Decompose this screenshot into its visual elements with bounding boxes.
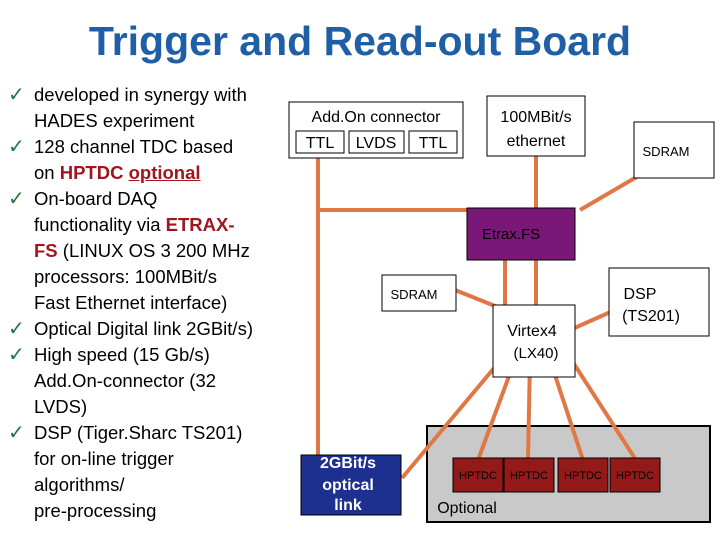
etrax-highlight: FS (34, 240, 58, 261)
dsp-label-line2: (TS201) (622, 308, 680, 325)
hptdc-label-1: HPTDC (459, 470, 497, 482)
bullet-line: LVDS) (34, 396, 88, 417)
bullet-line: 128 channel TDC based (34, 136, 234, 157)
checkmark-icon: ✓ (8, 318, 25, 340)
checkmark-icon: ✓ (8, 344, 25, 366)
optical-label-line1: 2GBit/s (320, 455, 376, 472)
bullet-text: functionality via (34, 214, 166, 235)
bullet-line: Optical Digital link 2GBit/s) (34, 318, 253, 339)
bullet-line: Add.On-connector (32 (34, 370, 217, 391)
etrax-box (466, 207, 576, 261)
bullet-line: High speed (15 Gb/s) (34, 344, 210, 365)
bullet-line: Fast Ethernet interface) (34, 292, 228, 313)
bullet-line: algorithms/ (34, 474, 125, 495)
bullet-item: ✓ High speed (15 Gb/s) Add.On-connector … (8, 342, 298, 420)
dsp-box (608, 267, 710, 337)
bullet-line: HADES experiment (34, 110, 195, 131)
hptdc-box-3 (557, 457, 609, 493)
ethernet-box (486, 95, 586, 157)
checkmark-icon: ✓ (8, 84, 25, 106)
ethernet-label-line1: 100MBit/s (500, 109, 571, 126)
hptdc-label-2: HPTDC (510, 470, 548, 482)
hptdc-box-1 (452, 457, 504, 493)
hptdc-box-2 (503, 457, 555, 493)
ethernet-label-line2: ethernet (507, 133, 566, 150)
line-etrax-sdram (578, 173, 642, 212)
optical-label-line3: link (334, 497, 362, 514)
virtex-label-line2: (LX40) (513, 345, 558, 362)
bullet-line: pre-processing (34, 500, 157, 521)
checkmark-icon: ✓ (8, 188, 25, 210)
hptdc-label-3: HPTDC (564, 470, 602, 482)
bullet-line: processors: 100MBit/s (34, 266, 218, 287)
bullet-list: ✓ developed in synergy with HADES experi… (8, 82, 298, 524)
lvds-label: LVDS (356, 135, 397, 152)
sdram-mid-box (381, 274, 457, 312)
bullet-item: ✓ On-board DAQ functionality via ETRAX- … (8, 186, 298, 316)
bullet-item: ✓ developed in synergy with HADES experi… (8, 82, 298, 134)
ttl-box-right (408, 130, 458, 154)
bullet-line: for on-line trigger (34, 448, 174, 469)
bullet-text: (LINUX OS 3 200 MHz (57, 240, 250, 261)
optical-link-box (300, 454, 402, 516)
dsp-label-line1: DSP (624, 286, 657, 303)
optical-label-line2: optical (322, 477, 374, 494)
sdram-mid-label: SDRAM (391, 287, 438, 302)
bullet-line: on HPTDC optional (34, 160, 298, 186)
ttl-box-left (295, 130, 345, 154)
checkmark-icon: ✓ (8, 422, 25, 444)
line-optical-virtex (400, 353, 507, 480)
bullet-item: ✓ 128 channel TDC based on HPTDC optiona… (8, 134, 298, 186)
sdram-top-box (633, 121, 715, 179)
bullet-item: ✓ Optical Digital link 2GBit/s) (8, 316, 298, 342)
etrax-label: Etrax.FS (482, 226, 540, 243)
bullet-line: DSP (Tiger.Sharc TS201) (34, 422, 243, 443)
hptdc-highlight: HPTDC (59, 162, 124, 183)
page-title: Trigger and Read-out Board (88, 18, 632, 64)
sdram-top-label: SDRAM (643, 144, 690, 159)
optional-underline: optional (128, 162, 201, 183)
virtex-label-line1: Virtex4 (507, 323, 557, 340)
addon-connector-title: Add.On connector (312, 109, 442, 126)
hptdc-label-4: HPTDC (616, 470, 654, 482)
etrax-highlight: ETRAX- (165, 214, 235, 235)
bullet-line: On-board DAQ (34, 188, 158, 209)
optional-label: Optional (437, 500, 497, 517)
bullet-item: ✓ DSP (Tiger.Sharc TS201) for on-line tr… (8, 420, 298, 524)
line-virtex-hptdc4 (563, 348, 638, 462)
bullet-line: developed in synergy with (34, 84, 247, 105)
bullet-line: FS (LINUX OS 3 200 MHz (34, 238, 298, 264)
hptdc-box-4 (609, 457, 661, 493)
ttl-label-right: TTL (419, 135, 448, 152)
virtex-box (492, 304, 576, 378)
bullet-text: on (34, 162, 60, 183)
lvds-box (348, 130, 405, 154)
line-virtex-dsp (569, 308, 616, 332)
checkmark-icon: ✓ (8, 136, 25, 158)
bullet-line: functionality via ETRAX- (34, 212, 298, 238)
ttl-label-left: TTL (306, 135, 335, 152)
